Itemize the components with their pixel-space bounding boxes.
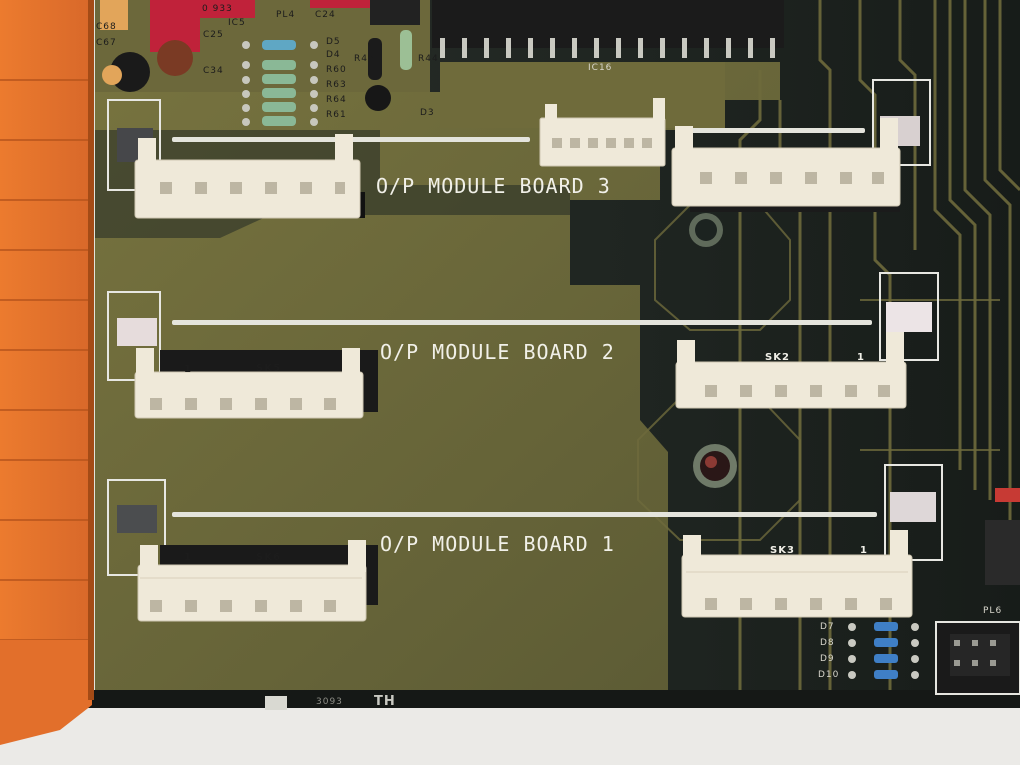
label-c34: C34 — [203, 66, 224, 76]
label-r42: R42 — [354, 54, 375, 64]
label-module-board-3: O/P MODULE BOARD 3 — [376, 174, 611, 198]
label-ic5: IC5 — [228, 18, 246, 28]
connector-small-top — [539, 117, 666, 167]
label-pl6: PL6 — [983, 606, 1003, 616]
label-c25: C25 — [203, 30, 224, 40]
connector-sk6 — [137, 564, 367, 622]
label-sk3: SK3 — [770, 545, 795, 556]
orange-housing — [0, 0, 92, 705]
label-d9: D9 — [820, 654, 835, 664]
connector-sk5 — [134, 371, 364, 419]
label-board-number: 3093 — [316, 697, 343, 707]
label-sk6-pin1: 1 — [184, 552, 192, 563]
label-r63: R63 — [326, 80, 347, 90]
label-c67: C67 — [96, 38, 117, 48]
label-sk6: SK6 — [256, 552, 281, 563]
label-sk5-pin1: 1 — [184, 364, 192, 375]
label-r60: R60 — [326, 65, 347, 75]
label-cap-marking: 0 933 — [202, 4, 233, 14]
connector-board3-right — [671, 147, 901, 207]
label-r44: R44 — [418, 54, 439, 64]
label-module-board-2: O/P MODULE BOARD 2 — [380, 340, 615, 364]
label-sk5: SK5 — [256, 363, 281, 374]
label-d5: D5 — [326, 37, 341, 47]
label-d7: D7 — [820, 622, 835, 632]
label-d3: D3 — [420, 108, 435, 118]
label-r64: R64 — [326, 95, 347, 105]
label-ic16: IC16 — [588, 63, 613, 73]
label-sk2-pin1: 1 — [857, 352, 865, 363]
label-c24: C24 — [315, 10, 336, 20]
ic16-chip — [432, 0, 784, 48]
label-pl4: PL4 — [276, 10, 296, 20]
label-sk3-pin1: 1 — [860, 545, 868, 556]
label-d8: D8 — [820, 638, 835, 648]
label-d4: D4 — [326, 50, 341, 60]
label-initials: TH — [374, 694, 396, 709]
label-c68: C68 — [96, 22, 117, 32]
label-module-board-1: O/P MODULE BOARD 1 — [380, 532, 615, 556]
label-r61: R61 — [326, 110, 347, 120]
label-sk2: SK2 — [765, 352, 790, 363]
connector-board3-left — [134, 159, 361, 219]
label-d10: D10 — [818, 670, 840, 680]
